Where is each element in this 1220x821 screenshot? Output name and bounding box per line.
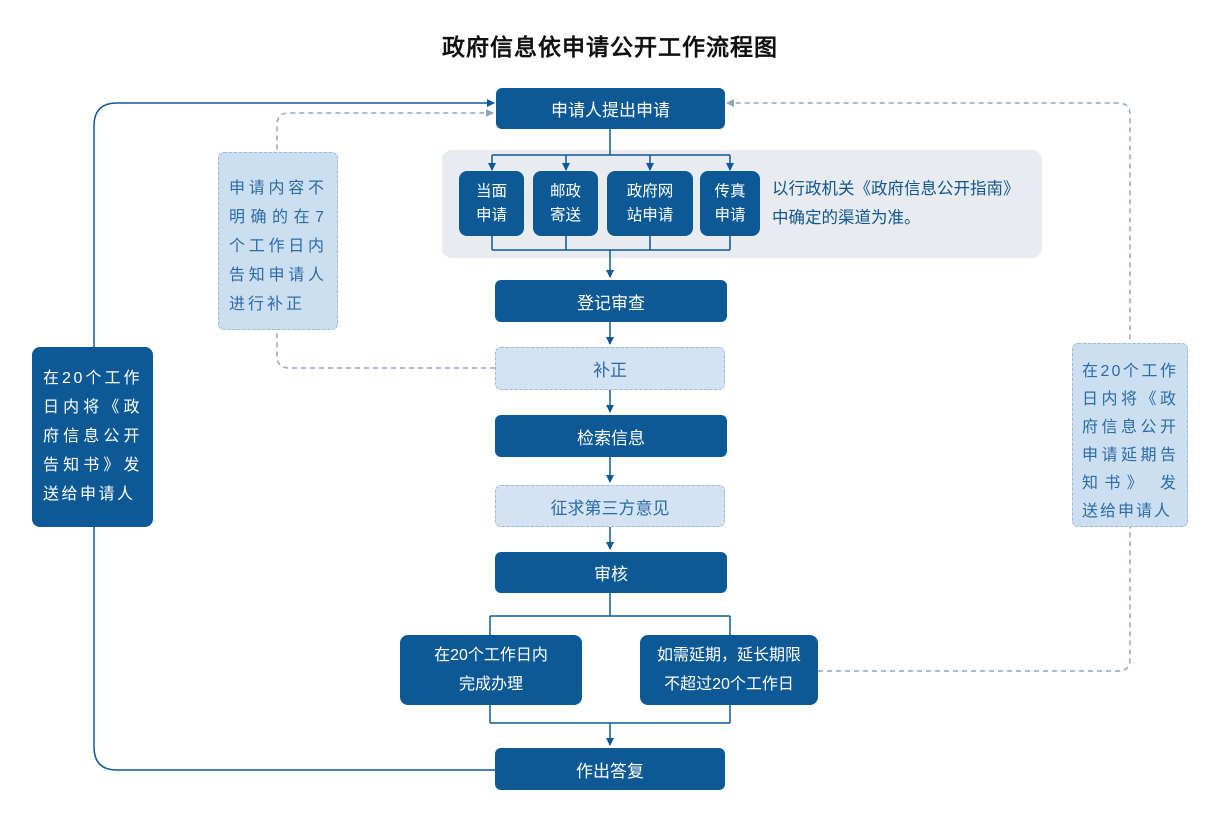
line-channel-merge xyxy=(491,236,731,251)
node-correction: 补正 xyxy=(495,347,725,390)
annotation-supplement-notice: 申请内容不明确的在7个工作日内告知申请人进行补正 xyxy=(218,152,338,330)
node-third-party: 征求第三方意见 xyxy=(495,485,725,527)
node-channel-postal: 邮政 寄送 xyxy=(533,171,598,236)
line-review-split xyxy=(489,593,731,635)
dashed-extension-feedback xyxy=(726,99,1131,672)
node-reply: 作出答复 xyxy=(495,748,725,790)
channels-note: 以行政机关《政府信息公开指南》 中确定的渠道为准。 xyxy=(772,180,1020,227)
line-branch-merge xyxy=(489,705,731,724)
annotation-disclosure-notice: 在20个工作日内将《政府信息公开告知书》发送给申请人 xyxy=(32,347,153,527)
page-title: 政府信息依申请公开工作流程图 xyxy=(442,34,778,60)
node-channel-fax: 传真 申请 xyxy=(700,171,760,236)
node-search-info: 检索信息 xyxy=(495,415,727,457)
node-review: 审核 xyxy=(495,552,727,593)
dashed-correction-feedback xyxy=(276,109,495,369)
node-complete-in-20-days: 在20个工作日内 完成办理 xyxy=(400,635,582,705)
node-register: 登记审查 xyxy=(495,280,727,322)
node-channel-in-person: 当面 申请 xyxy=(459,171,524,236)
annotation-extension-notice: 在20个工作日内将《政府信息公开申请延期告知书》 发送给申请人 xyxy=(1072,343,1188,527)
node-applicant: 申请人提出申请 xyxy=(496,88,725,129)
node-channel-website: 政府网 站申请 xyxy=(607,171,693,236)
node-extension: 如需延期，延长期限 不超过20个工作日 xyxy=(640,635,818,705)
